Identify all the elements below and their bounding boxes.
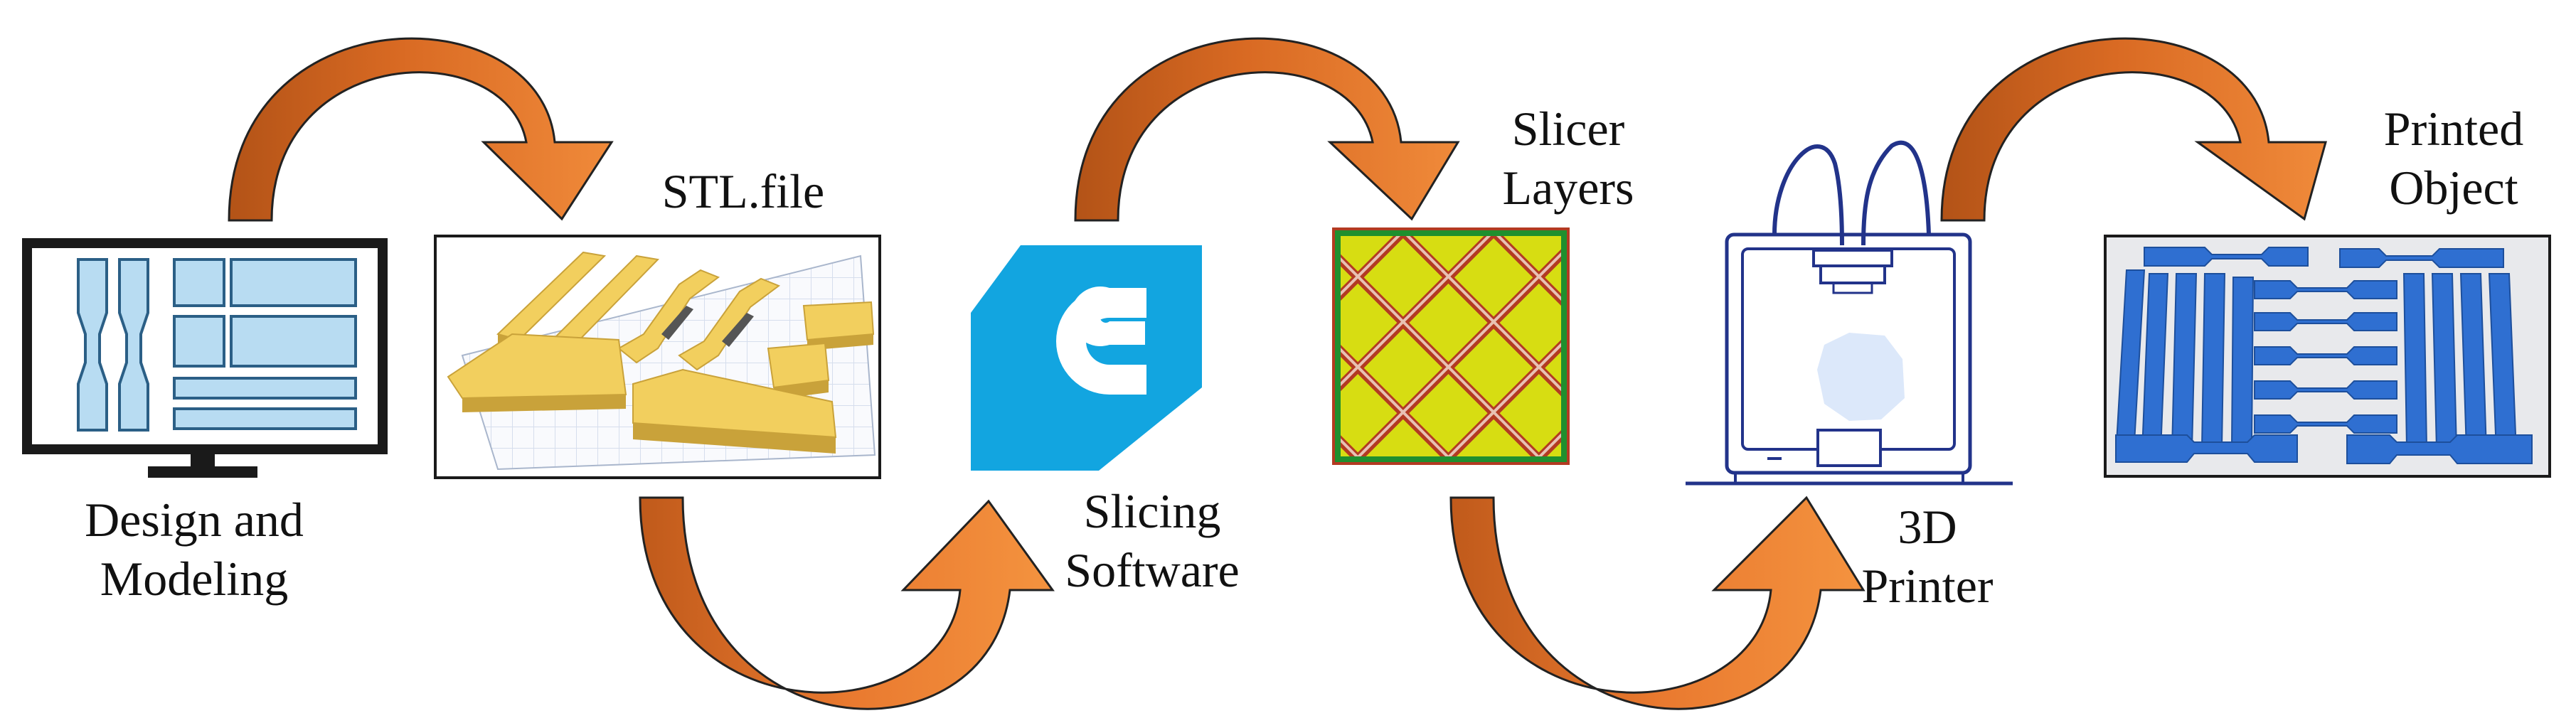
label-line: Object <box>2389 160 2518 215</box>
arrow-printer-to-printed <box>1940 37 2327 222</box>
label-line: Modeling <box>100 551 289 606</box>
label-line: Slicer <box>1511 102 1625 156</box>
label-line: Printer <box>1861 558 1994 613</box>
label-3d-printer: 3D Printer <box>1821 498 2034 616</box>
label-design-modeling: Design and Modeling <box>27 491 361 609</box>
arrow-stl-to-slicer <box>639 496 1055 710</box>
label-line: STL.file <box>661 164 825 218</box>
label-stl-file: STL.file <box>626 162 861 221</box>
label-line: Design and <box>85 493 304 547</box>
label-slicer-layers: Slicer Layers <box>1472 100 1664 218</box>
stl-model-image <box>434 235 881 479</box>
label-line: 3D <box>1898 500 1957 554</box>
label-line: Layers <box>1502 160 1634 215</box>
printer-3d-icon <box>1686 140 2013 486</box>
slicer-logo-icon <box>971 245 1202 471</box>
arrow-slicer-to-layers <box>1074 37 1460 222</box>
arrow-layers-to-printer <box>1449 496 1866 710</box>
label-line: Slicing <box>1083 484 1221 538</box>
printed-parts-image <box>2104 235 2551 478</box>
label-line: Software <box>1065 542 1240 597</box>
infill-grid-image <box>1332 227 1570 465</box>
label-line: Printed <box>2383 102 2524 156</box>
label-slicing-software: Slicing Software <box>1038 482 1266 600</box>
label-printed-object: Printed Object <box>2347 100 2560 218</box>
arrow-design-to-stl <box>228 37 614 222</box>
monitor-icon <box>22 238 388 478</box>
